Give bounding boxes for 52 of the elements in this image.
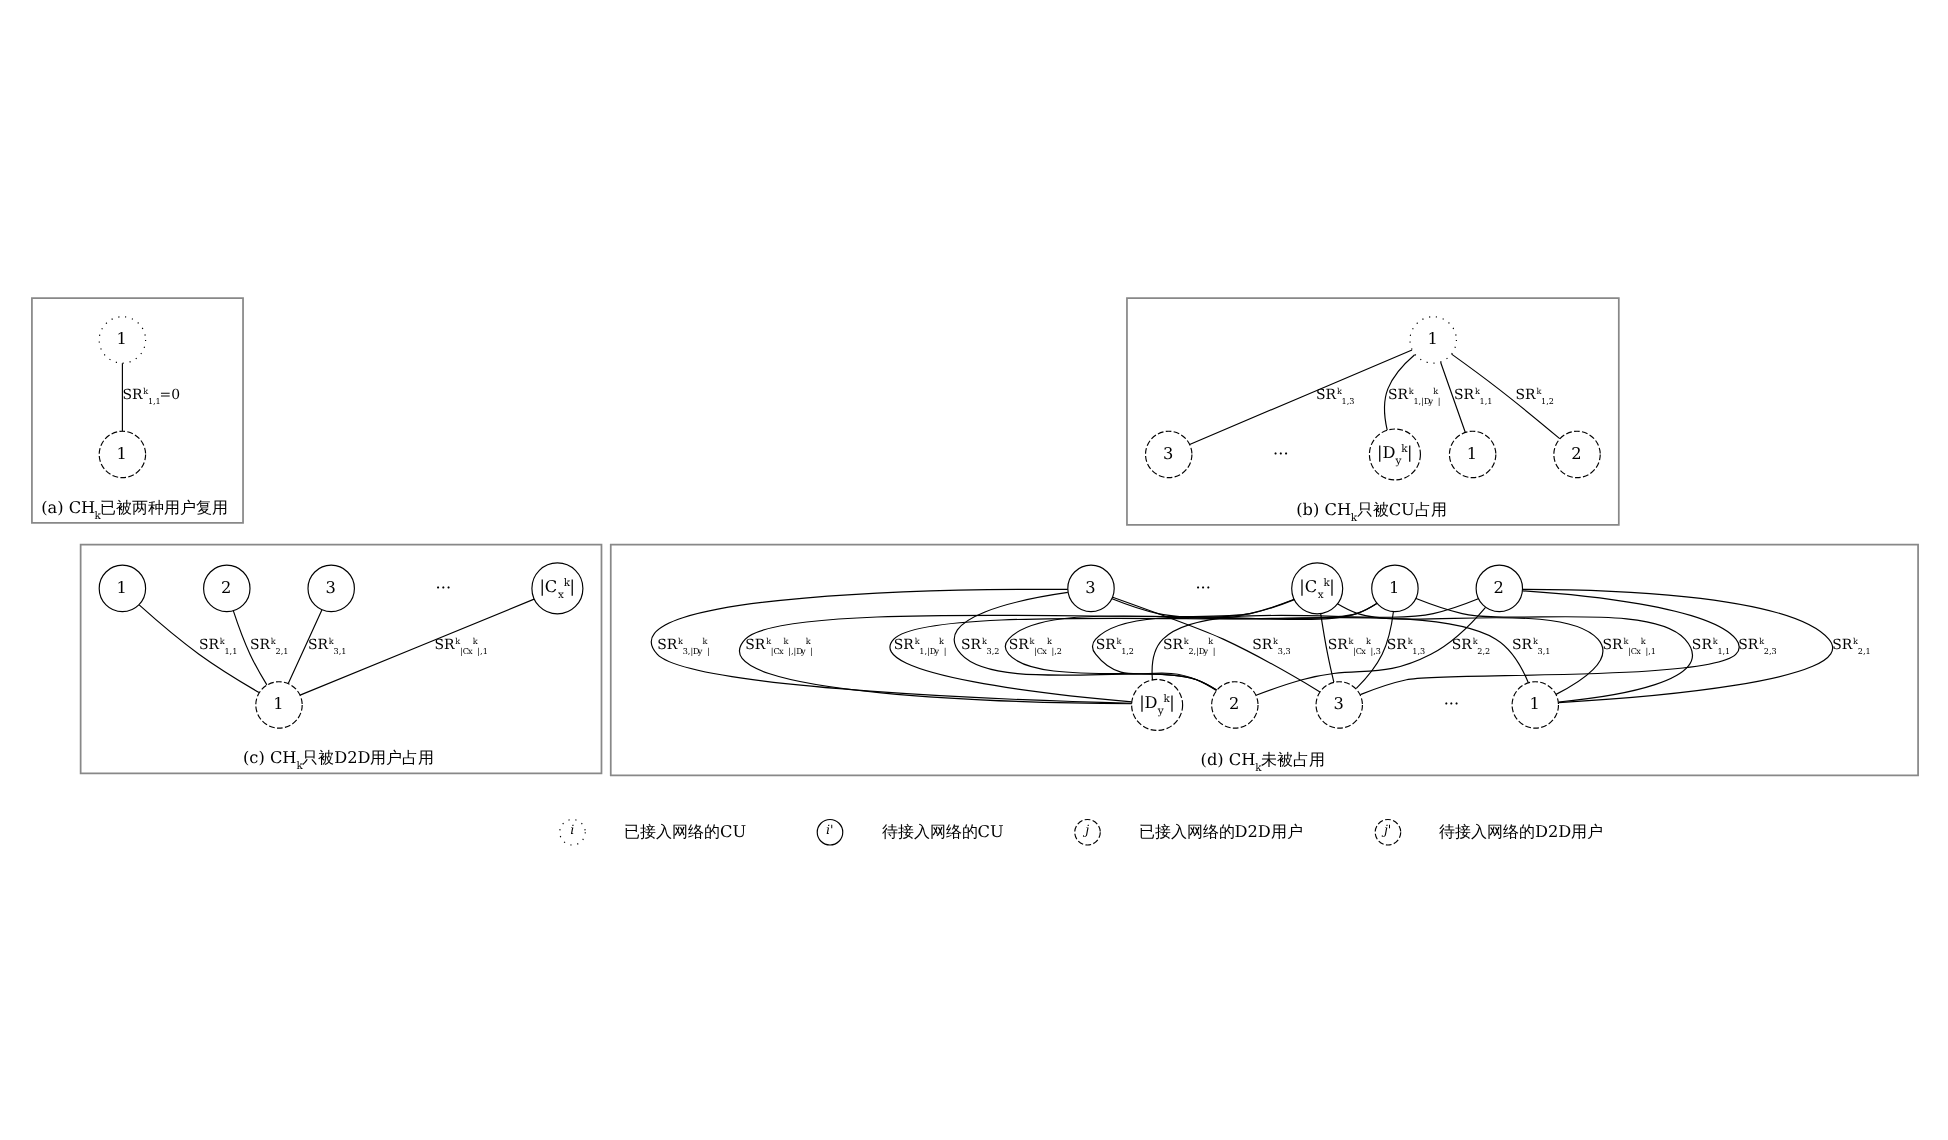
connector xyxy=(1150,597,1478,680)
label: ··· xyxy=(434,575,451,596)
connector xyxy=(1319,612,1334,682)
node-circle: |D$_{y}$$^{k}$| xyxy=(1130,677,1183,731)
node-circle: 2 xyxy=(1552,429,1600,478)
node-label: 已接入网络的D2D用户 xyxy=(1137,819,1302,840)
connector xyxy=(1254,605,1486,695)
node-circle: 1 xyxy=(97,429,146,478)
connector xyxy=(1335,602,1603,694)
label: ··· xyxy=(1194,575,1210,596)
connector xyxy=(888,602,1377,702)
node-circle: 2 xyxy=(1210,680,1258,728)
connector xyxy=(737,598,1294,704)
connector xyxy=(1450,352,1560,439)
connector xyxy=(286,608,322,684)
node-circle: 2 xyxy=(202,563,250,612)
node-circle: |C$_{x}$$^{k}$| xyxy=(1290,561,1343,614)
node-circle: |C$_{x}$$^{k}$| xyxy=(530,561,583,614)
label: ··· xyxy=(1272,441,1288,462)
connector xyxy=(1090,601,1377,691)
connector xyxy=(1354,610,1393,688)
node-circle: 2 xyxy=(1474,563,1523,612)
node-circle: 3 xyxy=(1066,563,1114,612)
connector xyxy=(1110,597,1528,683)
node-circle: 3 xyxy=(1143,429,1192,478)
node-circle: 3 xyxy=(306,563,354,612)
node-circle: |D$_{y}$$^{k}$| xyxy=(1367,427,1420,480)
connector xyxy=(1382,353,1415,430)
node-circle: 1 xyxy=(1370,563,1418,612)
connector xyxy=(1358,589,1739,695)
node-label: 待接入网络的D2D用户 xyxy=(1438,819,1603,840)
connector xyxy=(1414,596,1692,702)
connector xyxy=(120,361,122,431)
connector xyxy=(1439,360,1465,432)
connector xyxy=(1003,597,1294,690)
connector xyxy=(1521,587,1833,703)
connector xyxy=(1111,595,1320,692)
node-circle: 1 xyxy=(1408,315,1456,363)
connector xyxy=(649,587,1132,703)
connector xyxy=(231,609,267,685)
node-circle: 3 xyxy=(1314,680,1362,728)
connector xyxy=(298,597,534,695)
node-label: 已接入网络的CU xyxy=(623,819,746,840)
connector xyxy=(137,603,259,693)
node-circle: 1 xyxy=(97,563,146,612)
node-circle: 1 xyxy=(254,680,302,728)
node-circle: 1 xyxy=(1447,429,1496,478)
connector xyxy=(1188,348,1412,444)
label: ··· xyxy=(1442,692,1459,713)
node-circle: 1 xyxy=(1510,680,1559,728)
node-circle: 1 xyxy=(97,315,146,363)
node-label: 待接入网络的CU xyxy=(880,819,1003,840)
